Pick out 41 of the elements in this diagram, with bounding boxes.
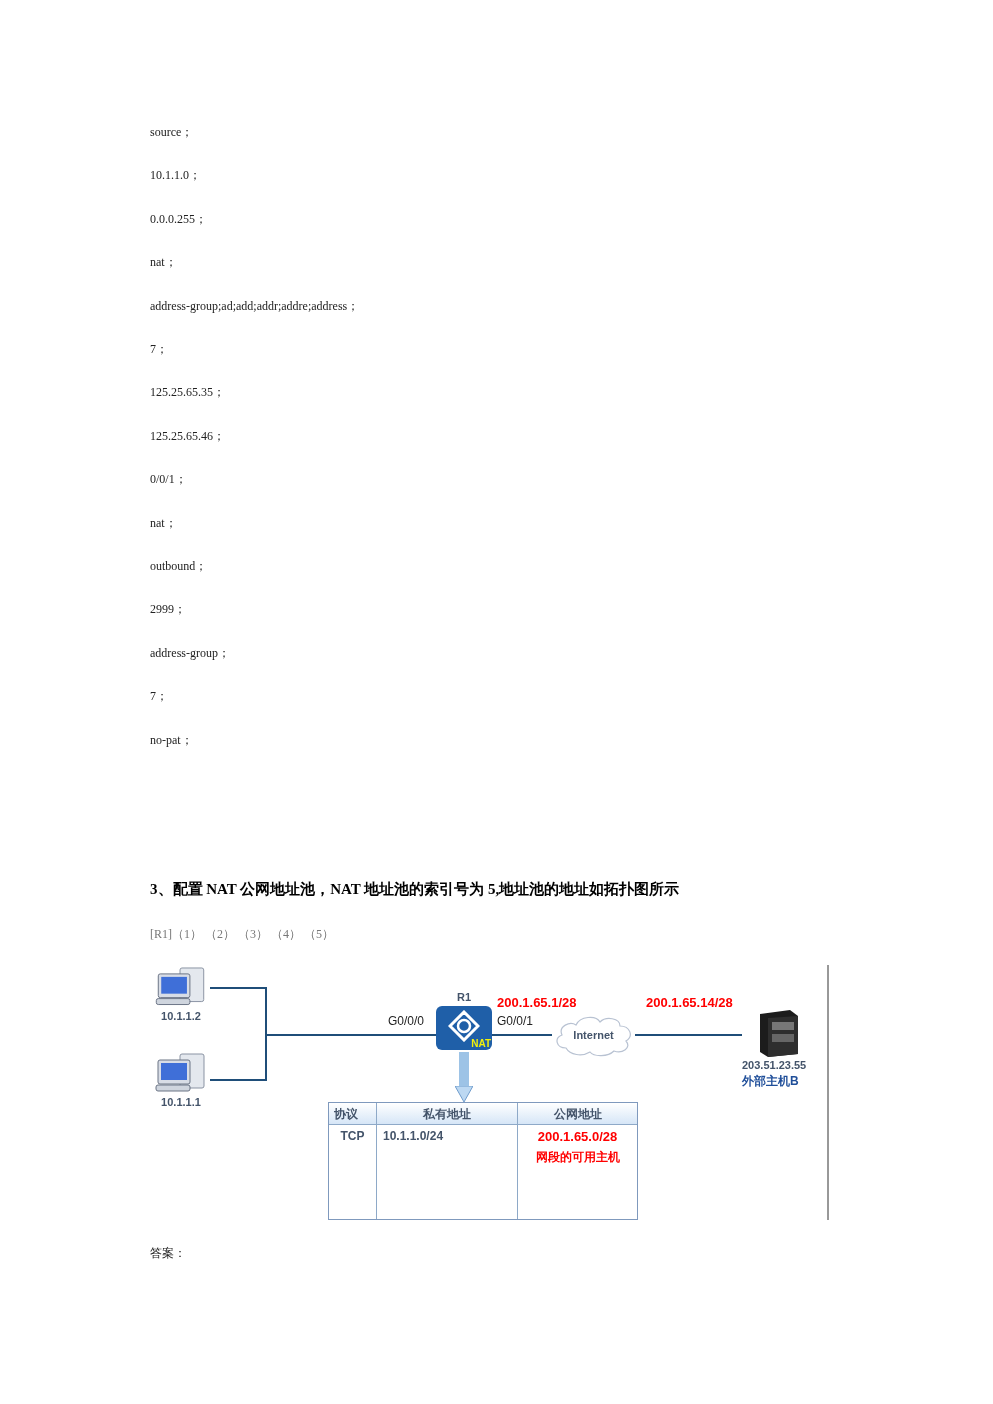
table-cell-text: TCP (339, 1128, 366, 1145)
code-line: nat； (150, 514, 177, 532)
code-line: 2999； (150, 601, 186, 619)
nat-table (328, 1102, 638, 1220)
ip-label: 200.1.65.14/28 (646, 994, 733, 1012)
code-line: 0.0.0.255； (150, 210, 207, 228)
cloud-label: Internet (573, 1027, 614, 1043)
router-name: R1 (456, 990, 472, 1005)
code-line: source； (150, 124, 194, 141)
host-address: 203.51.23.55 (742, 1058, 807, 1073)
answer-prompt: [R1]（1） （2） （3） （4） （5） (150, 926, 334, 943)
code-line: outbound； (150, 558, 208, 575)
header-cell: 公网地址 (517, 1103, 637, 1125)
host-address: 10.1.1.1 (161, 1095, 201, 1110)
network-link (491, 1034, 553, 1036)
code-line: 7； (150, 341, 168, 358)
code-line: 7； (150, 688, 168, 706)
header-cell: 私有地址 (376, 1103, 517, 1125)
code-line: nat； (150, 254, 177, 272)
ip-label: 200.1.65.1/28 (497, 994, 577, 1012)
block-arrow (454, 1052, 474, 1103)
interface-label: G0/0/1 (497, 1013, 534, 1030)
code-line: 0/0/1； (150, 471, 187, 489)
code-line: 10.1.1.0； (150, 167, 201, 185)
host-address: 10.1.1.2 (161, 1008, 201, 1024)
network-link (634, 1034, 743, 1036)
table-cell-text: 网段的可用主机 (535, 1149, 620, 1166)
table-cell-text: 200.1.65.0/28 (537, 1128, 618, 1146)
code-line: address-group； (150, 644, 230, 662)
nat-tag: NAT (471, 1038, 491, 1050)
answer-label: 答案： (150, 1245, 186, 1262)
code-line: 125.25.65.46； (150, 427, 225, 445)
header-cell: 协议 (329, 1103, 376, 1125)
interface-label: G0/0/0 (388, 1013, 425, 1030)
code-line: no-pat； (150, 731, 193, 749)
table-cell: 10.1.1.0/24 (376, 1125, 517, 1219)
code-line: 125.25.65.35； (150, 384, 225, 402)
host-address: 外部主机B (742, 1073, 799, 1089)
network-link (209, 1034, 437, 1081)
question-heading: 3、配置 NAT 公网地址池，NAT 地址池的索引号为 5,地址池的地址如拓扑图所示 (150, 880, 680, 899)
code-line: address-group;ad;add;addr;addre;address； (150, 297, 360, 315)
